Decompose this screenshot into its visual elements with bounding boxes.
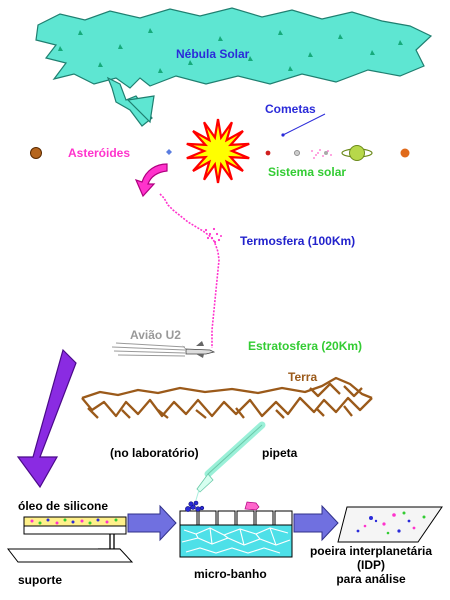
nebula-label: Nébula Solar [176,47,250,61]
idp-label-line1: poeira interplanetária [309,544,433,558]
planet-venus [294,150,300,156]
particle-trail [159,193,222,348]
micro-bath-label: micro-banho [194,567,267,581]
lab-label: (no laboratório) [110,446,199,460]
planets [30,145,410,161]
idp-slide [337,506,443,543]
flow-arrow-2 [293,504,339,542]
earth-ground [81,376,373,419]
solar-nebula-cloud [35,7,433,127]
pipette [195,421,266,501]
planet-mercury [265,150,271,156]
planet-saturn [341,145,373,161]
silicone-oil-support [6,516,134,563]
plane-label: Avião U2 [130,328,181,342]
planet-right [400,148,410,158]
planet-left [30,147,42,159]
comet [281,113,326,137]
flow-arrow-1 [127,504,177,542]
earth-label: Terra [288,370,318,384]
idp-label-line3: para análise [336,572,406,586]
dust-cloud [311,149,332,159]
silicone-oil-label: óleo de silicone [18,499,109,513]
comets-label: Cometas [265,102,316,116]
stratosphere-label: Estratosfera (20Km) [248,339,363,353]
micro-bath [179,500,293,558]
collection-arrow [16,348,77,489]
u2-airplane [111,341,216,358]
thermosphere-label: Termosfera (100Km) [240,234,356,248]
solar-system-label: Sistema solar [268,165,347,179]
planet-earth [324,151,328,155]
pipette-label: pipeta [262,446,298,460]
asteroid-arrow [134,163,168,198]
planet-small [166,149,172,155]
sun-starburst [186,118,250,184]
idp-label-line2: (IDP) [357,558,385,572]
asteroids-label: Asteróides [68,146,131,160]
support-label: suporte [18,573,63,587]
